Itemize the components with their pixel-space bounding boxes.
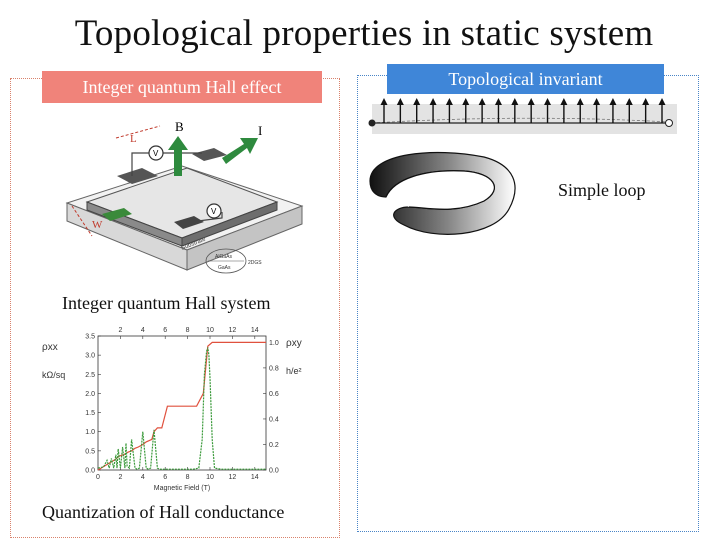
device-caption: Integer quantum Hall system [62,293,271,313]
x-top-tick-label: 2 [118,327,122,334]
spin-arrowhead-icon [429,98,437,105]
rho-xx-series-line [97,347,266,470]
x-tick-label: 0 [96,474,100,481]
y-right-axis-unit: h/e² [286,366,302,376]
spin-arrowhead-icon [544,98,552,105]
x-tick-label: 8 [186,474,190,481]
topological-invariant-tag: Topological invariant [387,64,664,94]
hall-device-illustration: V V B I L W Substrate AlGaAs GaAs 2DGS [65,119,304,274]
spin-arrowhead-icon [478,98,486,105]
quantum-hall-chart: 0 2 4 6 8 10 12 14 2 4 6 8 10 12 14 0.0 0.5 1.0 1.5 2.0 2.5 3… [42,327,302,492]
spin-arrowhead-icon [560,98,568,105]
spin-arrowhead-icon [576,98,584,105]
y-right-tick-label: 0.6 [269,391,279,398]
spin-arrowhead-icon [413,98,421,105]
spin-arrowhead-icon [658,98,666,105]
spin-arrowhead-icon [642,98,650,105]
arrow-chain-illustration [368,98,677,134]
y-left-tick-label: 3.0 [85,353,95,360]
slide-title: Topological properties in static system [74,13,654,54]
length-label: L [130,133,137,145]
y-left-axis-unit: kΩ/sq [42,370,65,380]
y-right-tick-label: 0.8 [269,365,279,372]
spin-arrowhead-icon [396,98,404,105]
y-left-tick-label: 3.5 [85,334,95,341]
iqhe-tag: Integer quantum Hall effect [42,71,322,103]
y-left-tick-label: 1.0 [85,429,95,436]
x-tick-label: 4 [141,474,145,481]
b-field-label: B [175,119,184,134]
y-left-tick-label: 2.0 [85,391,95,398]
voltmeter-icon [148,145,164,161]
y-right-axis-label: ρxy [286,338,302,349]
y-right-tick-label: 1.0 [269,340,279,347]
y-right-tick-label: 0.2 [269,442,279,449]
layer-top-label: AlGaAs [215,254,232,260]
spin-arrowhead-icon [462,98,470,105]
gas-label: 2DGS [248,260,262,266]
x-top-tick-label: 14 [251,327,259,334]
y-left-tick-label: 2.5 [85,372,95,379]
width-label: W [92,219,103,231]
x-top-tick-label: 4 [141,327,145,334]
y-left-tick-label: 0.0 [85,468,95,475]
x-axis-label: Magnetic Field (T) [154,485,210,492]
spin-arrowhead-icon [494,98,502,105]
current-label: I [258,123,262,138]
right-panel-frame [357,75,699,532]
spin-arrowhead-icon [609,98,617,105]
x-top-tick-label: 8 [186,327,190,334]
y-right-tick-label: 0.0 [269,468,279,475]
y-left-tick-label: 0.5 [85,448,95,455]
rho-xy-series-line [97,341,266,471]
b-field-arrow-icon [168,136,188,176]
spin-arrowhead-icon [380,98,388,105]
x-tick-label: 2 [118,474,122,481]
x-tick-label: 6 [163,474,167,481]
voltmeter-icon-2 [206,203,222,219]
y-right-tick-label: 0.4 [269,416,279,423]
spin-arrowhead-icon [593,98,601,105]
x-tick-label: 14 [251,474,259,481]
graph-caption: Quantization of Hall conductance [42,502,285,522]
layer-bottom-label: GaAs [218,265,231,271]
spin-arrowhead-icon [445,98,453,105]
x-top-tick-label: 6 [163,327,167,334]
current-arrow-icon [222,138,258,164]
spin-arrowhead-icon [511,98,519,105]
voltmeter-label-2: V [211,207,217,216]
y-left-axis-label: ρxx [42,342,58,353]
y-left-tick-label: 1.5 [85,410,95,417]
mobius-loop-illustration [369,151,516,235]
x-tick-label: 12 [229,474,237,481]
simple-loop-label: Simple loop [558,180,646,200]
x-top-tick-label: 10 [206,327,214,334]
x-tick-label: 10 [206,474,214,481]
voltmeter-label: V [153,149,159,158]
spin-arrowhead-icon [527,98,535,105]
spin-arrowhead-icon [625,98,633,105]
plot-frame [97,335,267,471]
x-top-tick-label: 12 [229,327,237,334]
